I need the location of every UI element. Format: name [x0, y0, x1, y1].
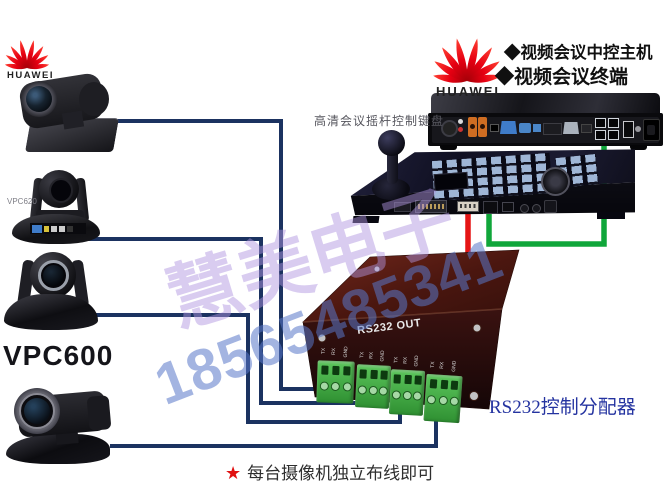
camera-lens [24, 398, 50, 424]
camera-port-band [30, 223, 86, 234]
rj45-keyboard-port [483, 201, 498, 214]
camera-lens [43, 265, 64, 286]
hdmi-blue-port [519, 123, 531, 133]
box-screw [469, 391, 479, 401]
joystick-knob [378, 130, 405, 156]
joystick-base [372, 178, 410, 200]
distributor-caption: RS232控制分配器 [489, 397, 636, 418]
power-switch [544, 200, 557, 213]
dvi-port [543, 123, 562, 135]
audio-jack [520, 204, 529, 213]
usb-port [490, 124, 499, 132]
rca-pair-port [458, 119, 464, 134]
white-port [59, 225, 65, 232]
keyboard-foot [352, 216, 380, 223]
db25-connector [415, 200, 447, 213]
terminal-screw [635, 126, 641, 132]
vga-blue-port [500, 121, 517, 134]
xlr-port [441, 120, 458, 137]
camera-3-vpc600 [2, 250, 102, 332]
keyboard-foot [597, 212, 625, 219]
dip-switch [457, 201, 479, 212]
camera3-model-label: VPC600 [3, 340, 114, 371]
keyboard-caption: 高清会议摇杆控制键盘 [314, 114, 445, 128]
rca-orange-port [478, 117, 487, 137]
power-inlet [643, 119, 660, 141]
rca-orange-port [468, 117, 477, 137]
footnote-text: 每台摄像机独立布线即可 [247, 464, 435, 483]
bullet-video-terminal: ◆视频会议终端 [495, 67, 629, 88]
vga-gray-port [563, 122, 579, 134]
camera-4-fixed-lens [4, 382, 116, 466]
footnote: ★ 每台摄像机独立布线即可 [225, 459, 434, 484]
bullet-central-control-host: ◆视频会议中控主机 [504, 44, 653, 62]
audio-jack [532, 204, 541, 213]
box-screw [317, 333, 327, 343]
terminal-foot [630, 145, 647, 150]
rj45-quad-port [595, 118, 619, 140]
camera2-model-label: VPC620 [7, 197, 37, 206]
mini-connector [394, 202, 411, 212]
dark-port [67, 225, 73, 232]
camera-rear [86, 395, 112, 431]
camera-lens [26, 86, 52, 112]
wire-camera4 [110, 404, 438, 448]
hdmi-black-port [581, 124, 592, 133]
rj45-port [623, 121, 634, 138]
yellow-port [44, 225, 49, 232]
huawei-wordmark-large: HUAWEI [436, 84, 500, 99]
star-icon: ★ [225, 463, 242, 483]
jog-dial [541, 167, 570, 196]
wire-camera1 [97, 119, 331, 391]
white-port [51, 225, 57, 232]
box-screw [472, 323, 482, 333]
mini-blue-port [533, 124, 541, 132]
huawei-logo-large [433, 38, 501, 83]
camera-rear-cap [79, 82, 109, 116]
camera-1-huawei-hd [15, 71, 119, 154]
camera-lens [49, 178, 73, 203]
huawei-logo-small [4, 40, 50, 70]
camera-2-vpc620 [8, 168, 103, 246]
terminal-foot [440, 145, 457, 150]
joystick-stick [387, 146, 398, 184]
video-conference-terminal [428, 93, 663, 152]
joystick-control-keyboard [345, 128, 635, 225]
huawei-wordmark-small: HUAWEI [7, 70, 54, 81]
mini-usb-port [502, 202, 514, 212]
camera-mount [61, 110, 85, 130]
terminal-top-face [431, 93, 660, 116]
vga-mini-port [32, 224, 42, 233]
keyboard-lcd [433, 171, 469, 192]
camera-base [4, 294, 98, 330]
box-screw [373, 265, 381, 273]
